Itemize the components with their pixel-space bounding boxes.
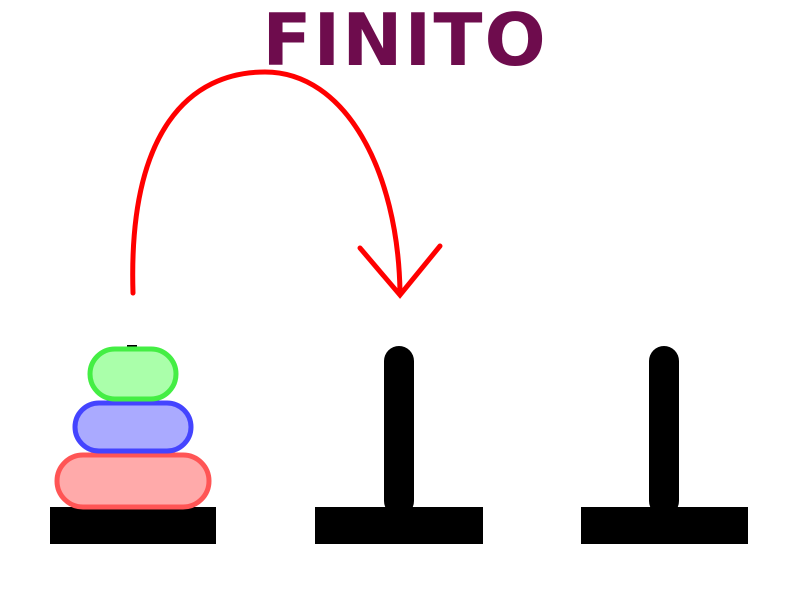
move-arrow <box>130 69 443 299</box>
disk-red[interactable] <box>54 452 212 510</box>
disk-blue[interactable] <box>72 400 194 454</box>
peg-left-base <box>50 507 216 544</box>
finito-title: FINITO <box>262 0 548 82</box>
peg-middle[interactable] <box>315 346 483 544</box>
move-arrow-head <box>357 243 443 299</box>
peg-right[interactable] <box>581 346 748 544</box>
peg-left[interactable] <box>50 345 216 544</box>
peg-right-rod <box>649 346 679 516</box>
move-arrow-curve <box>130 69 403 296</box>
peg-middle-rod <box>384 346 414 516</box>
disk-green[interactable] <box>87 346 179 402</box>
